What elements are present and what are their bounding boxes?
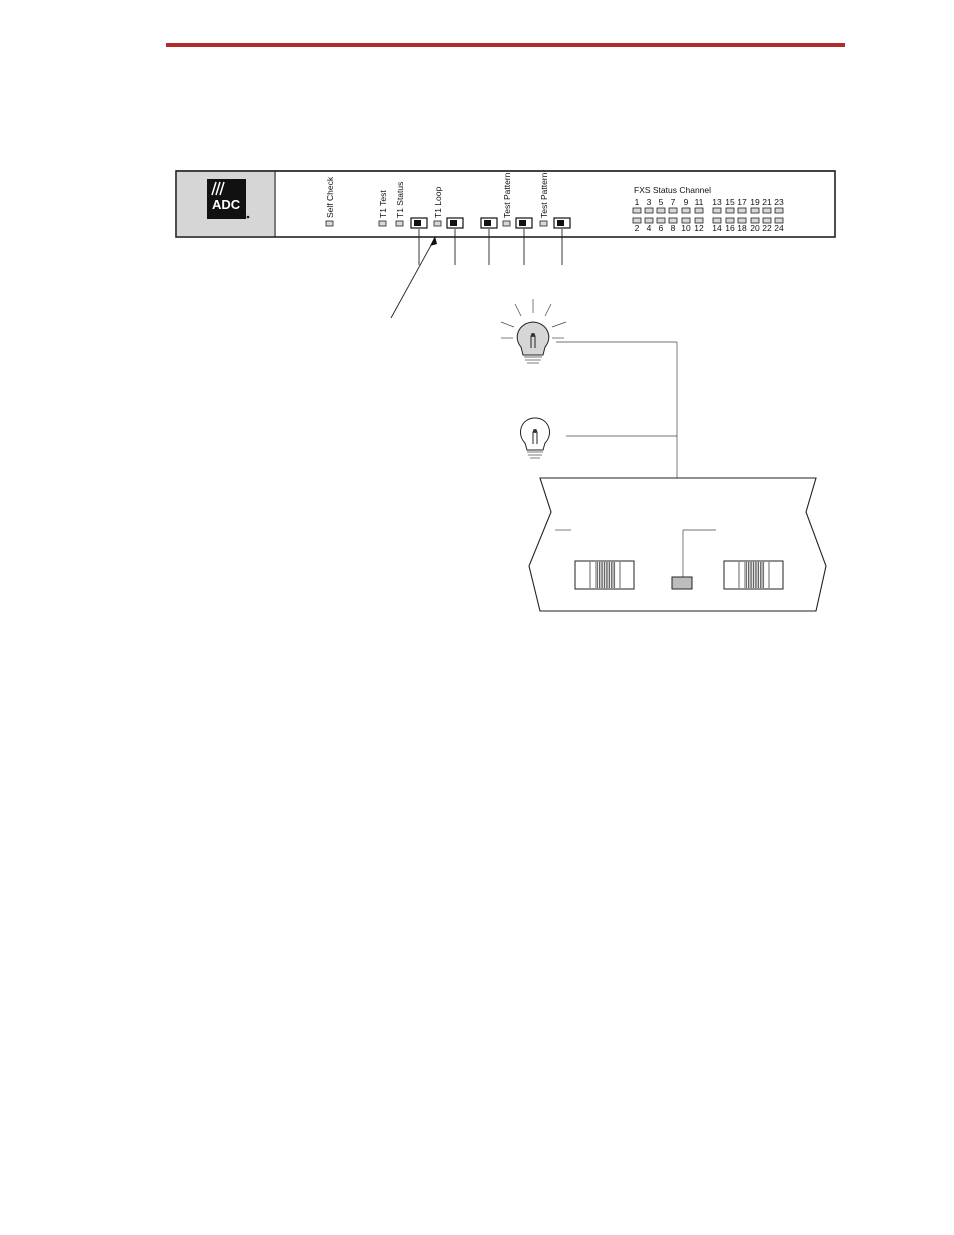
fxs-channel-led (750, 217, 760, 224)
fxs-channel-number: 21 (762, 197, 772, 207)
fxs-channel-number: 1 (635, 197, 640, 207)
fxs-channel-number: 14 (712, 223, 722, 233)
fxs-channel-number: 13 (712, 197, 722, 207)
fxs-channel-led (774, 217, 784, 224)
fxs-channel-number: 17 (737, 197, 747, 207)
fxs-channel-number: 3 (647, 197, 652, 207)
fxs-channel-number: 9 (684, 197, 689, 207)
fxs-channel-led (774, 207, 784, 214)
panel-detail-view (528, 477, 827, 612)
led-test-pattern-1 (502, 220, 511, 227)
light-bulb-on-icon (500, 299, 567, 364)
detail-indicator-led (671, 576, 693, 590)
fxs-channel-led (712, 217, 722, 224)
fxs-channel-led (694, 217, 704, 224)
fxs-channel-number: 2 (635, 223, 640, 233)
fxs-channel-led (681, 207, 691, 214)
fxs-channel-led (632, 207, 642, 214)
fxs-channel-number: 18 (737, 223, 747, 233)
fxs-channel-led (632, 217, 642, 224)
detail-switch-right (723, 560, 784, 590)
fxs-channel-led (725, 207, 735, 214)
switch-t1-test[interactable] (410, 217, 428, 229)
label-test-pattern-2: Test Pattern (539, 172, 549, 218)
adc-logo-icon: ADC (177, 172, 274, 236)
fxs-channel-led (725, 217, 735, 224)
logo-text: ADC (212, 197, 241, 212)
fxs-channel-number: 8 (671, 223, 676, 233)
fxs-channel-number: 23 (774, 197, 784, 207)
fxs-channel-led (750, 207, 760, 214)
fxs-channel-led (668, 217, 678, 224)
fxs-channel-led (656, 217, 666, 224)
fxs-top-leds (632, 207, 784, 214)
led-self-check (325, 220, 334, 227)
fxs-channel-number: 6 (659, 223, 664, 233)
fxs-channel-number: 22 (762, 223, 772, 233)
fxs-channel-number: 24 (774, 223, 784, 233)
fxs-channel-number: 16 (725, 223, 735, 233)
fxs-channel-number: 15 (725, 197, 735, 207)
fxs-status-title: FXS Status Channel (634, 185, 711, 195)
detail-switch-left (574, 560, 635, 590)
callout-lines (390, 229, 563, 319)
fxs-bottom-leds (632, 217, 784, 224)
fxs-channel-led (644, 217, 654, 224)
fxs-channel-led (644, 207, 654, 214)
fxs-channel-number: 19 (750, 197, 760, 207)
led-t1-loop (433, 220, 442, 227)
switch-test-pattern-2[interactable] (515, 217, 533, 229)
fxs-channel-led (737, 217, 747, 224)
led-test-pattern-2 (539, 220, 548, 227)
fxs-channel-led (694, 207, 704, 214)
fxs-channel-number: 20 (750, 223, 760, 233)
label-t1-test: T1 Test (378, 190, 388, 218)
switch-t1-loop[interactable] (446, 217, 464, 229)
switch-test-pattern-1[interactable] (480, 217, 498, 229)
led-t1-status (395, 220, 404, 227)
fxs-channel-led (656, 207, 666, 214)
fxs-channel-led (762, 207, 772, 214)
fxs-channel-number: 4 (647, 223, 652, 233)
label-t1-status: T1 Status (395, 182, 405, 218)
fxs-channel-led (668, 207, 678, 214)
fxs-channel-led (712, 207, 722, 214)
label-test-pattern-1: Test Pattern (502, 172, 512, 218)
led-t1-test (378, 220, 387, 227)
header-rule (166, 43, 845, 47)
label-self-check: Self Check (325, 176, 335, 218)
fxs-channel-number: 12 (694, 223, 704, 233)
fxs-channel-number: 5 (659, 197, 664, 207)
fxs-channel-number: 7 (671, 197, 676, 207)
light-bulb-off-icon (520, 417, 550, 459)
fxs-channel-led (737, 207, 747, 214)
fxs-channel-led (681, 217, 691, 224)
label-t1-loop: T1 Loop (433, 187, 443, 218)
fxs-channel-number: 10 (681, 223, 691, 233)
fxs-channel-led (762, 217, 772, 224)
switch-test-pattern-3[interactable] (553, 217, 571, 229)
fxs-channel-number: 11 (695, 197, 704, 207)
